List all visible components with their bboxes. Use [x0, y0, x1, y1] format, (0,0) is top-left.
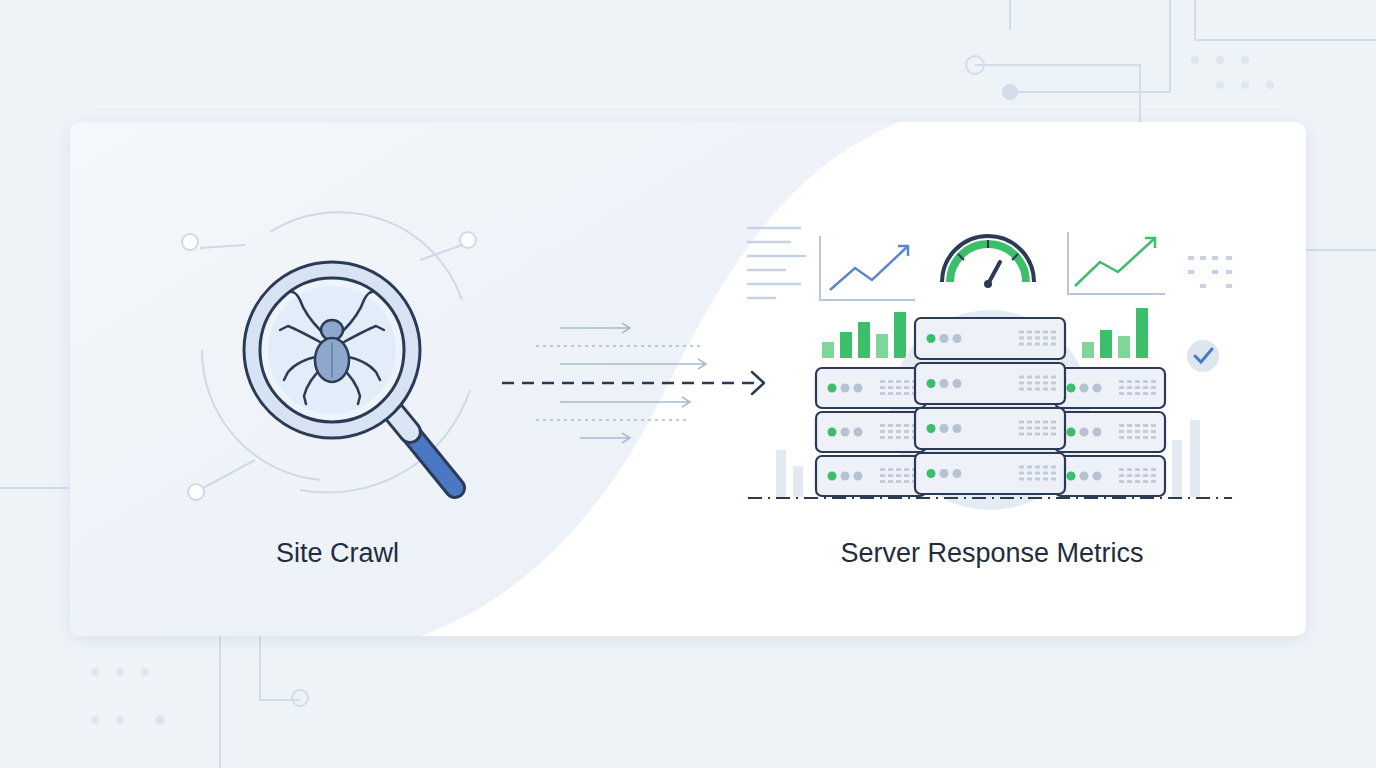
illustration-group: Site Crawl: [177, 225, 498, 575]
group-label: Server Response Metrics: [764, 538, 1220, 569]
group-label: Site Crawl: [177, 538, 498, 569]
flow-arrow: [502, 372, 764, 394]
illustration-group: Server Response Metrics: [764, 215, 1220, 575]
